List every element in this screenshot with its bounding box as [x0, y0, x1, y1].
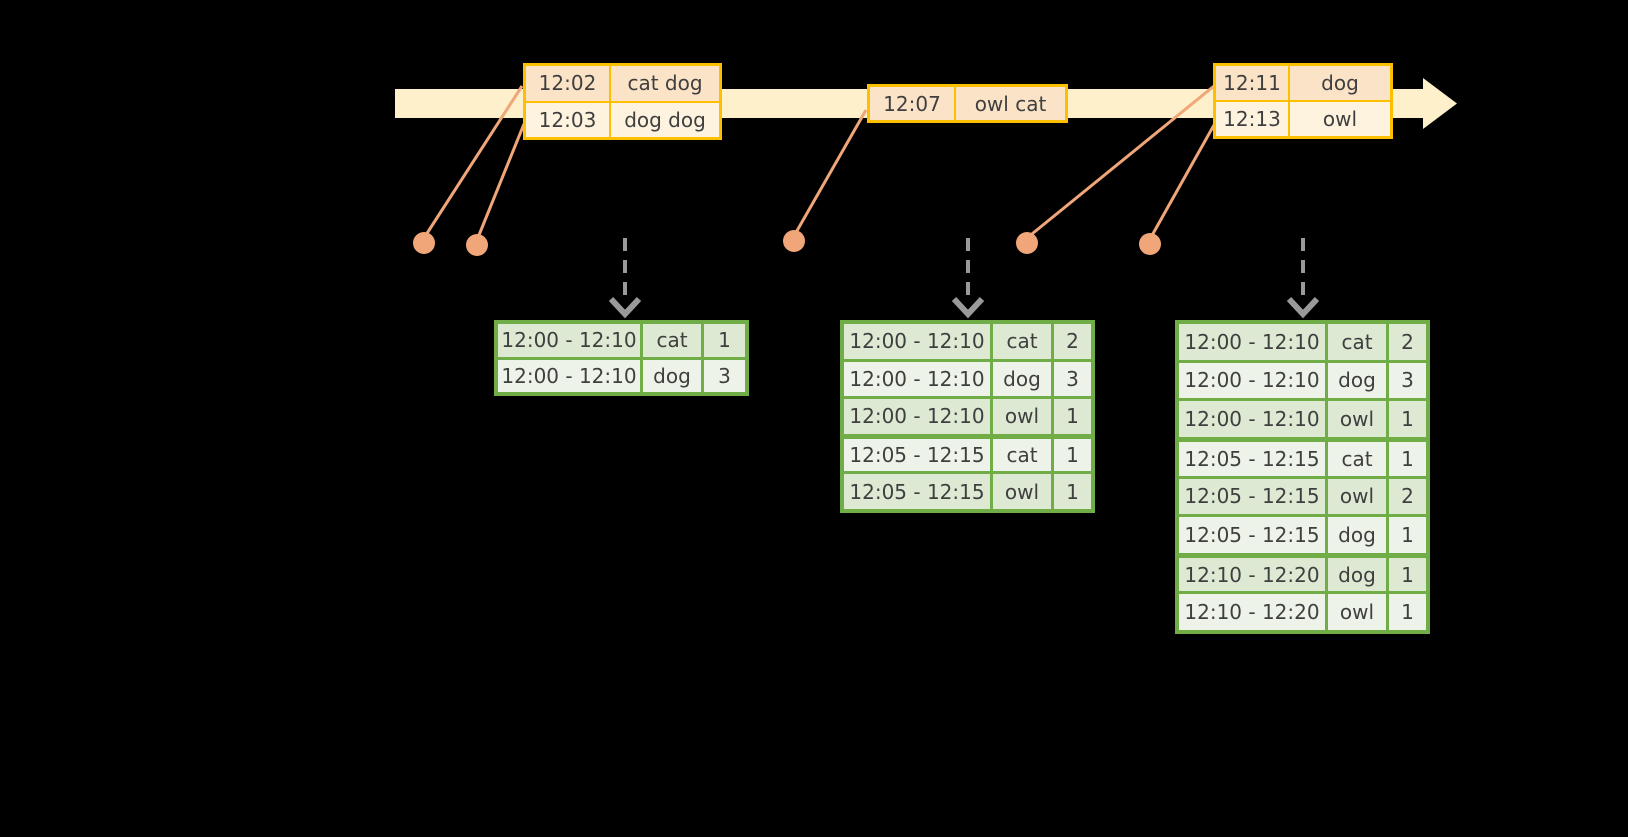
- result-table-2: 12:00 - 12:10 cat 2 12:00 - 12:10 dog 3 …: [840, 320, 1095, 513]
- count-cell: 3: [1054, 361, 1091, 397]
- event-dot-icon: [413, 232, 435, 254]
- window-cell: 12:00 - 12:10: [844, 324, 990, 359]
- event-leader-line: [475, 123, 526, 241]
- word-cell: cat: [993, 438, 1051, 472]
- word-cell: owl: [1328, 478, 1386, 515]
- window-cell: 12:10 - 12:20: [1179, 557, 1325, 592]
- count-cell: 2: [1389, 478, 1426, 515]
- count-cell: 1: [1389, 441, 1426, 476]
- event-table-1: 12:02 cat dog 12:03 dog dog: [523, 63, 722, 140]
- count-cell: 1: [1054, 438, 1091, 472]
- count-cell: 3: [704, 359, 745, 392]
- event-time-cell: 12:02: [526, 66, 609, 101]
- window-cell: 12:00 - 12:10: [498, 324, 640, 357]
- window-cell: 12:00 - 12:10: [1179, 362, 1325, 399]
- count-cell: 3: [1389, 362, 1426, 399]
- count-cell: 1: [1389, 401, 1426, 437]
- count-cell: 1: [1389, 594, 1426, 630]
- trigger-arrowhead-icon: [1286, 296, 1320, 319]
- event-words-cell: cat dog: [611, 66, 719, 101]
- event-time-cell: 12:07: [870, 87, 954, 120]
- event-words-cell: owl: [1290, 102, 1390, 136]
- event-time-cell: 12:11: [1216, 66, 1288, 100]
- count-cell: 1: [704, 324, 745, 357]
- word-cell: owl: [993, 474, 1051, 509]
- count-cell: 1: [1054, 474, 1091, 509]
- word-cell: owl: [1328, 401, 1386, 437]
- event-words-cell: owl cat: [956, 87, 1065, 120]
- word-cell: dog: [643, 359, 701, 392]
- window-cell: 12:00 - 12:10: [844, 361, 990, 397]
- event-leader-line: [792, 109, 868, 237]
- event-dot-icon: [1016, 232, 1038, 254]
- event-leader-line: [422, 85, 524, 239]
- word-cell: dog: [1328, 362, 1386, 399]
- word-cell: dog: [993, 361, 1051, 397]
- trigger-arrowhead-icon: [951, 296, 985, 319]
- event-leader-lines: [422, 84, 1216, 241]
- event-dot-icon: [1139, 233, 1161, 255]
- count-cell: 2: [1054, 324, 1091, 359]
- window-cell: 12:00 - 12:10: [1179, 324, 1325, 360]
- event-dots: [413, 230, 1161, 256]
- count-cell: 1: [1389, 517, 1426, 553]
- window-cell: 12:05 - 12:15: [844, 438, 990, 472]
- window-cell: 12:00 - 12:10: [1179, 401, 1325, 437]
- event-table-2: 12:07 owl cat: [867, 84, 1068, 123]
- trigger-arrows: [608, 238, 1320, 319]
- word-cell: cat: [1328, 441, 1386, 476]
- event-dot-icon: [783, 230, 805, 252]
- count-cell: 2: [1389, 324, 1426, 360]
- word-cell: owl: [1328, 594, 1386, 630]
- event-words-cell: dog dog: [611, 102, 719, 137]
- word-cell: cat: [993, 324, 1051, 359]
- window-cell: 12:10 - 12:20: [1179, 594, 1325, 630]
- result-table-1: 12:00 - 12:10 cat 1 12:00 - 12:10 dog 3: [494, 320, 749, 396]
- result-table-3: 12:00 - 12:10 cat 2 12:00 - 12:10 dog 3 …: [1175, 320, 1430, 634]
- word-cell: owl: [993, 399, 1051, 434]
- window-cell: 12:05 - 12:15: [1179, 478, 1325, 515]
- count-cell: 1: [1389, 557, 1426, 592]
- event-leader-line: [1148, 124, 1216, 240]
- window-cell: 12:05 - 12:15: [1179, 517, 1325, 553]
- window-cell: 12:05 - 12:15: [844, 474, 990, 509]
- word-cell: dog: [1328, 557, 1386, 592]
- event-time-cell: 12:03: [526, 102, 609, 137]
- timeline-arrowhead-icon: [1423, 78, 1457, 129]
- word-cell: cat: [643, 324, 701, 357]
- event-leader-line: [1026, 84, 1215, 240]
- word-cell: cat: [1328, 324, 1386, 360]
- event-time-cell: 12:13: [1216, 102, 1288, 136]
- trigger-arrowhead-icon: [608, 296, 642, 319]
- window-cell: 12:05 - 12:15: [1179, 441, 1325, 476]
- event-words-cell: dog: [1290, 66, 1390, 100]
- window-cell: 12:00 - 12:10: [844, 399, 990, 434]
- count-cell: 1: [1054, 399, 1091, 434]
- word-cell: dog: [1328, 517, 1386, 553]
- event-table-3: 12:11 dog 12:13 owl: [1213, 63, 1393, 139]
- event-dot-icon: [466, 234, 488, 256]
- window-cell: 12:00 - 12:10: [498, 359, 640, 392]
